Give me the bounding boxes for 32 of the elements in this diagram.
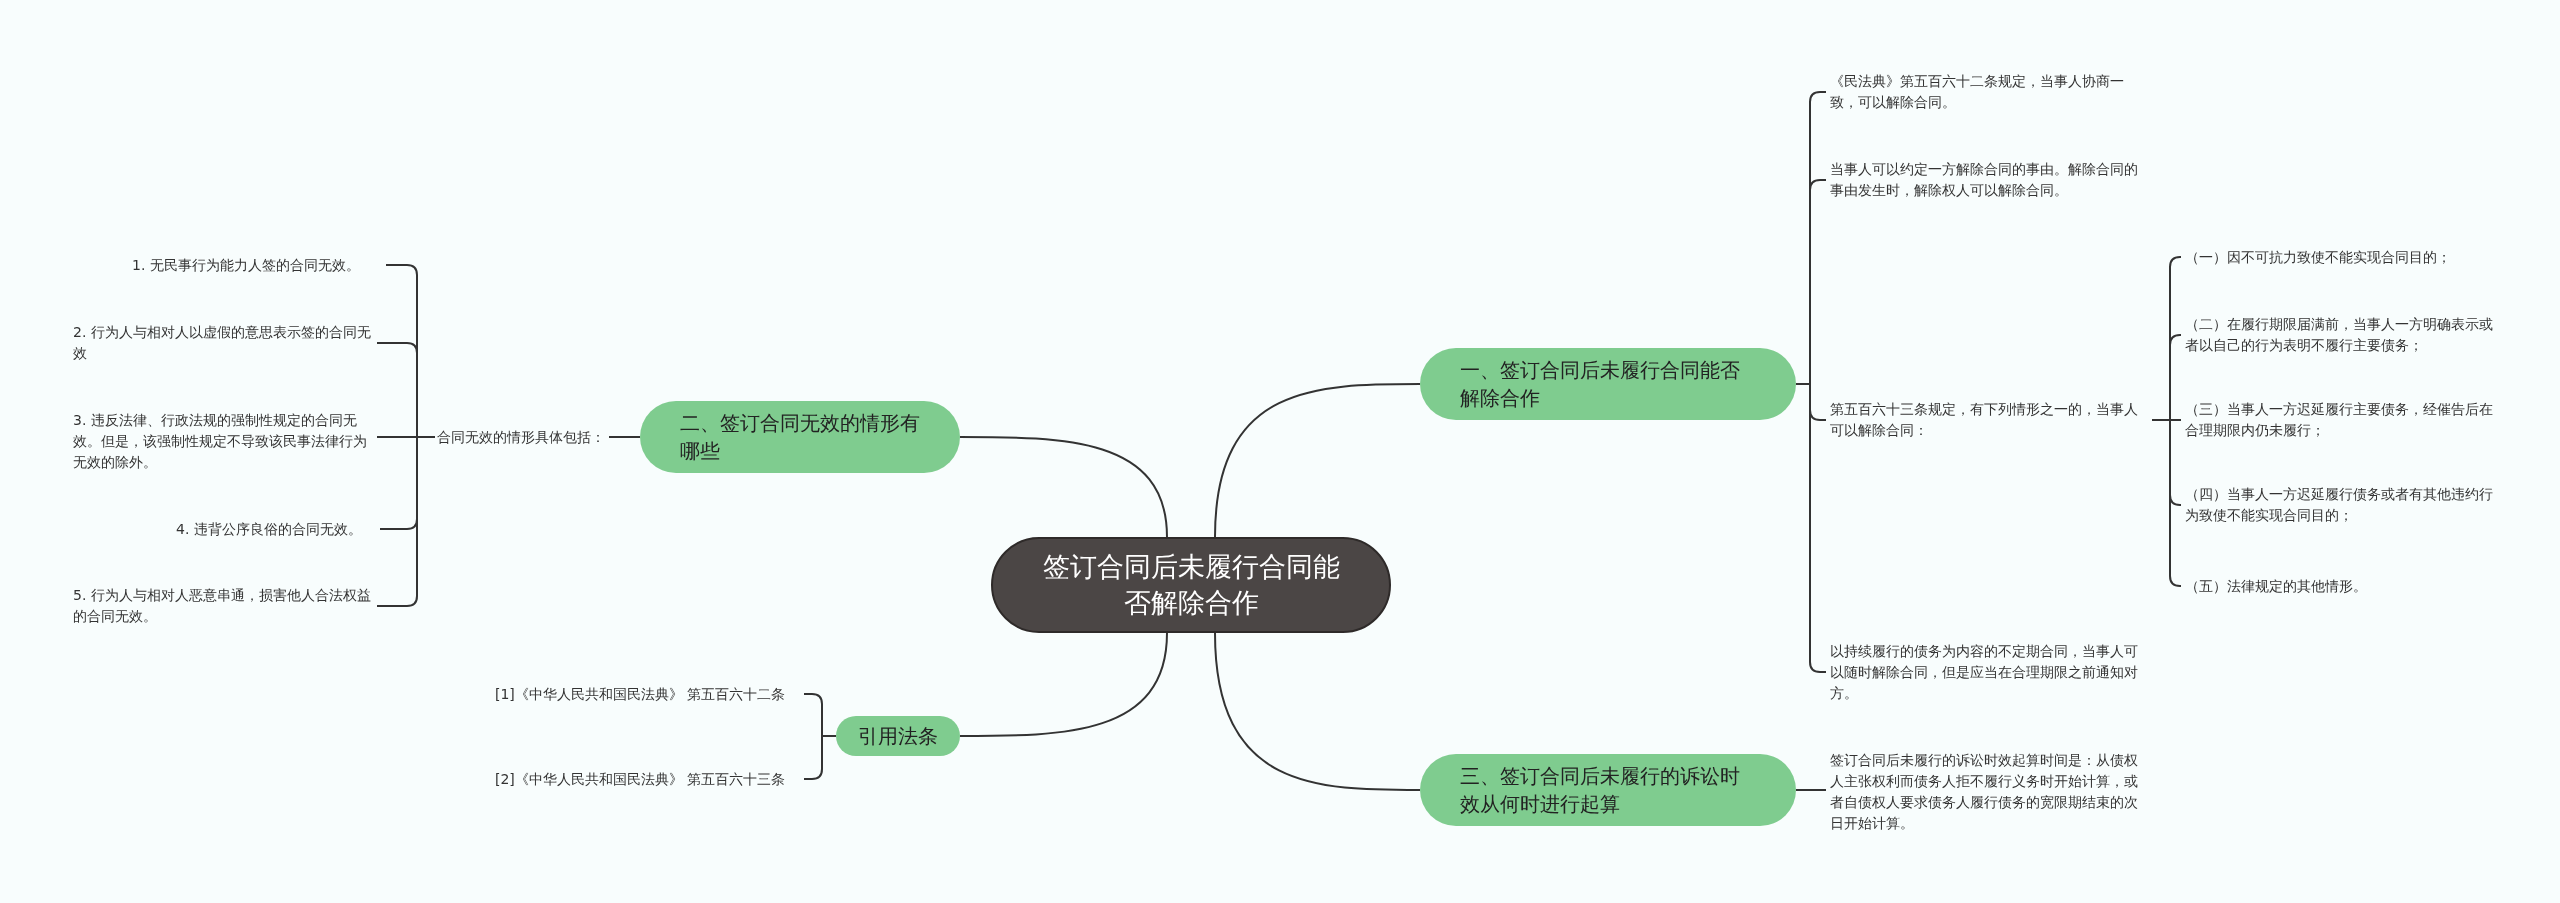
central-topic: 签订合同后未履行合同能否解除合作 [991, 537, 1391, 633]
note-text: 《民法典》第五百六十二条规定，当事人协商一致，可以解除合同。 [1830, 71, 2150, 113]
note-text: 合同无效的情形具体包括： [437, 426, 605, 448]
note-text: （二）在履行期限届满前，当事人一方明确表示或者以自己的行为表明不履行主要债务； [2185, 314, 2505, 356]
note-text: 第五百六十三条规定，有下列情形之一的，当事人可以解除合同： [1830, 399, 2150, 441]
connector-line [1214, 632, 1421, 791]
connector-line [1214, 383, 1421, 538]
topic-box: 二、签订合同无效的情形有哪些 [640, 401, 960, 473]
topic-box: 引用法条 [836, 716, 960, 756]
note-text: 5. 行为人与相对人恶意串通，损害他人合法权益的合同无效。 [73, 585, 373, 627]
connector-line [959, 436, 1168, 538]
note-text: （三）当事人一方迟延履行主要债务，经催告后在合理期限内仍未履行； [2185, 399, 2505, 441]
note-text: 3. 违反法律、行政法规的强制性规定的合同无效。但是，该强制性规定不导致该民事法律行为无效的除外。 [73, 409, 373, 473]
note-text: 以持续履行的债务为内容的不定期合同，当事人可以随时解除合同，但是应当在合理期限之前通知对方。 [1830, 640, 2150, 704]
topic-box: 一、签订合同后未履行合同能否解除合作 [1420, 348, 1796, 420]
connector-line [1795, 789, 1827, 791]
connector-line [959, 632, 1168, 737]
note-text: （五）法律规定的其他情形。 [2185, 575, 2505, 597]
topic-box: 三、签订合同后未履行的诉讼时效从何时进行起算 [1420, 754, 1796, 826]
note-text: 签订合同后未履行的诉讼时效起算时间是：从债权人主张权利而债务人拒不履行义务时开始计算，或者自债权人要求债务人履行债务的宽限期结束的次日开始计算。 [1830, 750, 2150, 834]
note-text: （四）当事人一方迟延履行债务或者有其他违约行为致使不能实现合同目的； [2185, 484, 2505, 526]
note-text: 当事人可以约定一方解除合同的事由。解除合同的事由发生时，解除权人可以解除合同。 [1830, 159, 2150, 201]
note-text: 2. 行为人与相对人以虚假的意思表示签的合同无效 [73, 322, 373, 364]
note-text: 4. 违背公序良俗的合同无效。 [176, 518, 376, 540]
connector-line [2151, 419, 2182, 587]
connector-line [376, 436, 436, 607]
connector-line [608, 436, 641, 438]
note-text: 1. 无民事行为能力人签的合同无效。 [132, 254, 382, 276]
note-text: [1]《中华人民共和国民法典》 第五百六十二条 [495, 683, 800, 705]
note-text: [2]《中华人民共和国民法典》 第五百六十三条 [495, 768, 800, 790]
note-text: （一）因不可抗力致使不能实现合同目的； [2185, 246, 2505, 268]
connector-line [1795, 383, 1827, 673]
